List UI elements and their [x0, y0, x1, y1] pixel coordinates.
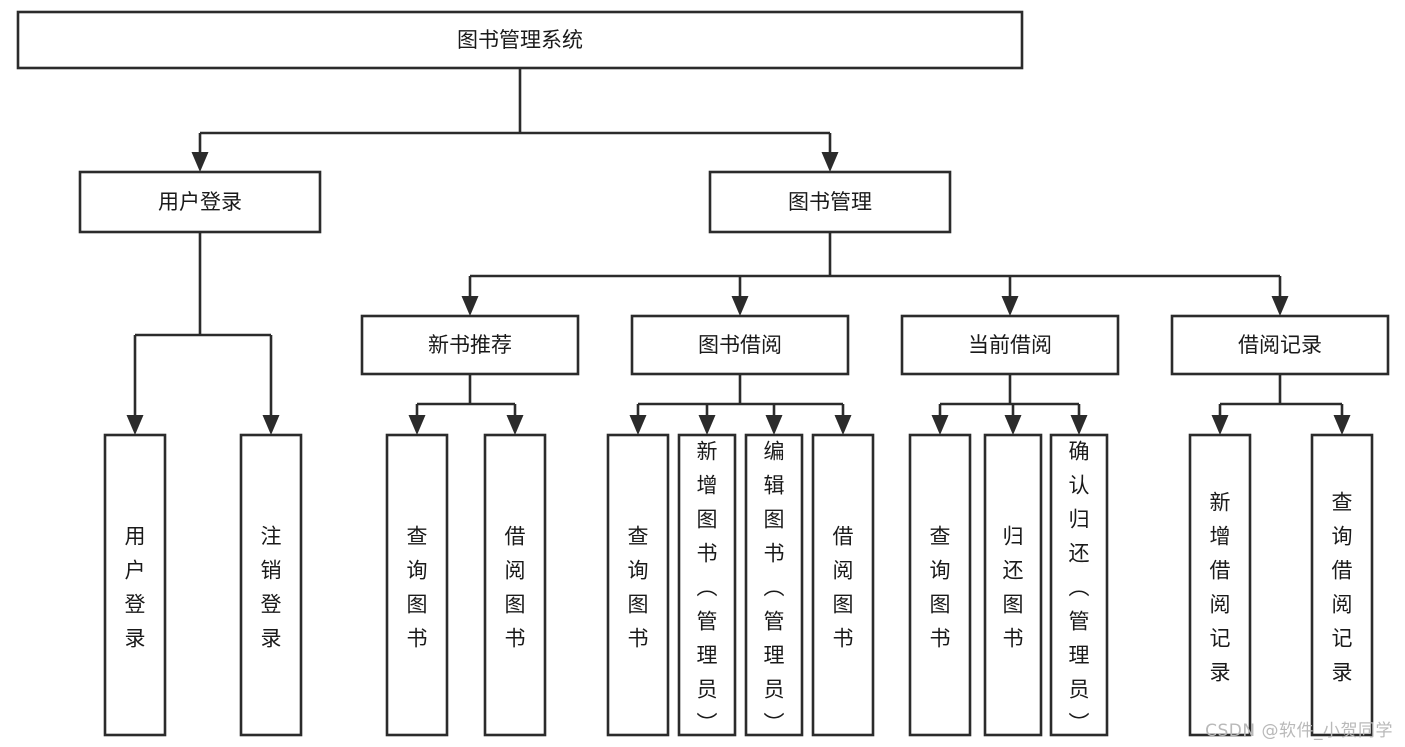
node-label-l_nb_borrow: 借阅图书: [505, 525, 526, 651]
node-box-l_bo_edit[interactable]: [744, 433, 804, 737]
node-box-l_bo_lend[interactable]: [811, 433, 875, 737]
node-l_userlogin[interactable]: 用户登录: [103, 433, 167, 737]
node-box-l_rc_add[interactable]: [1188, 433, 1252, 737]
node-box-l_cu_return[interactable]: [983, 433, 1043, 737]
node-l_bo_add[interactable]: 新增图书︵管理员︶: [677, 433, 737, 737]
node-n_login[interactable]: 用户登录: [78, 170, 322, 234]
edge-group: [126, 232, 280, 435]
edge-group: [1211, 374, 1351, 435]
edge-group: [931, 374, 1088, 435]
node-l_bo_lend[interactable]: 借阅图书: [811, 433, 875, 737]
node-box-n_current[interactable]: [900, 314, 1120, 376]
node-box-n_login[interactable]: [78, 170, 322, 234]
node-l_cu_confirm[interactable]: 确认归还︵管理员︶: [1049, 433, 1109, 737]
node-label-l_logout: 注销登录: [261, 525, 282, 651]
edge-layer: [126, 68, 1351, 435]
node-box-l_nb_borrow[interactable]: [483, 433, 547, 737]
node-l_nb_query[interactable]: 查询图书: [385, 433, 449, 737]
edge-group: [408, 374, 524, 435]
watermark-text: CSDN @软件_小贺同学: [1205, 721, 1393, 741]
node-box-l_userlogin[interactable]: [103, 433, 167, 737]
node-label-n_record: 借阅记录: [1238, 333, 1322, 357]
node-label-l_rc_add: 新增借阅记录: [1210, 491, 1231, 685]
node-label-l_cu_return: 归还图书: [1003, 525, 1024, 651]
node-label-l_nb_query: 查询图书: [407, 525, 428, 651]
node-label-n_bookmgmt: 图书管理: [788, 190, 872, 214]
node-root[interactable]: 图书管理系统: [16, 10, 1024, 70]
node-box-root[interactable]: [16, 10, 1024, 70]
edge-group: [629, 374, 852, 435]
node-label-n_newbook: 新书推荐: [428, 333, 512, 357]
node-l_rc_add[interactable]: 新增借阅记录: [1188, 433, 1252, 737]
node-label-n_login: 用户登录: [158, 190, 242, 214]
node-box-l_nb_query[interactable]: [385, 433, 449, 737]
node-label-l_bo_lend: 借阅图书: [833, 525, 854, 651]
node-l_cu_query[interactable]: 查询图书: [908, 433, 972, 737]
node-box-l_bo_add[interactable]: [677, 433, 737, 737]
node-n_borrow[interactable]: 图书借阅: [630, 314, 850, 376]
node-box-n_newbook[interactable]: [360, 314, 580, 376]
node-l_logout[interactable]: 注销登录: [239, 433, 303, 737]
node-label-l_rc_query: 查询借阅记录: [1332, 491, 1353, 685]
node-n_current[interactable]: 当前借阅: [900, 314, 1120, 376]
node-box-n_borrow[interactable]: [630, 314, 850, 376]
node-box-l_bo_query[interactable]: [606, 433, 670, 737]
node-label-n_borrow: 图书借阅: [698, 333, 782, 357]
node-l_rc_query[interactable]: 查询借阅记录: [1310, 433, 1374, 737]
node-n_newbook[interactable]: 新书推荐: [360, 314, 580, 376]
node-box-l_cu_confirm[interactable]: [1049, 433, 1109, 737]
node-label-l_cu_query: 查询图书: [930, 525, 951, 651]
node-box-l_logout[interactable]: [239, 433, 303, 737]
node-box-l_rc_query[interactable]: [1310, 433, 1374, 737]
node-n_record[interactable]: 借阅记录: [1170, 314, 1390, 376]
edge-group: [191, 68, 839, 172]
node-label-n_current: 当前借阅: [968, 333, 1052, 357]
node-label-l_bo_add: 新增图书︵管理员︶: [697, 440, 718, 736]
node-label-l_bo_query: 查询图书: [628, 525, 649, 651]
node-l_bo_query[interactable]: 查询图书: [606, 433, 670, 737]
node-box-l_cu_query[interactable]: [908, 433, 972, 737]
node-l_bo_edit[interactable]: 编辑图书︵管理员︶: [744, 433, 804, 737]
node-box-n_record[interactable]: [1170, 314, 1390, 376]
node-n_bookmgmt[interactable]: 图书管理: [708, 170, 952, 234]
node-label-l_bo_edit: 编辑图书︵管理员︶: [764, 440, 785, 736]
node-l_nb_borrow[interactable]: 借阅图书: [483, 433, 547, 737]
node-l_cu_return[interactable]: 归还图书: [983, 433, 1043, 737]
node-label-l_userlogin: 用户登录: [125, 525, 146, 651]
node-label-l_cu_confirm: 确认归还︵管理员︶: [1069, 440, 1090, 736]
node-box-n_bookmgmt[interactable]: [708, 170, 952, 234]
edge-group: [461, 232, 1289, 316]
node-label-root: 图书管理系统: [457, 28, 583, 52]
node-layer: 图书管理系统用户登录图书管理新书推荐图书借阅当前借阅借阅记录用户登录注销登录查询…: [16, 10, 1390, 737]
